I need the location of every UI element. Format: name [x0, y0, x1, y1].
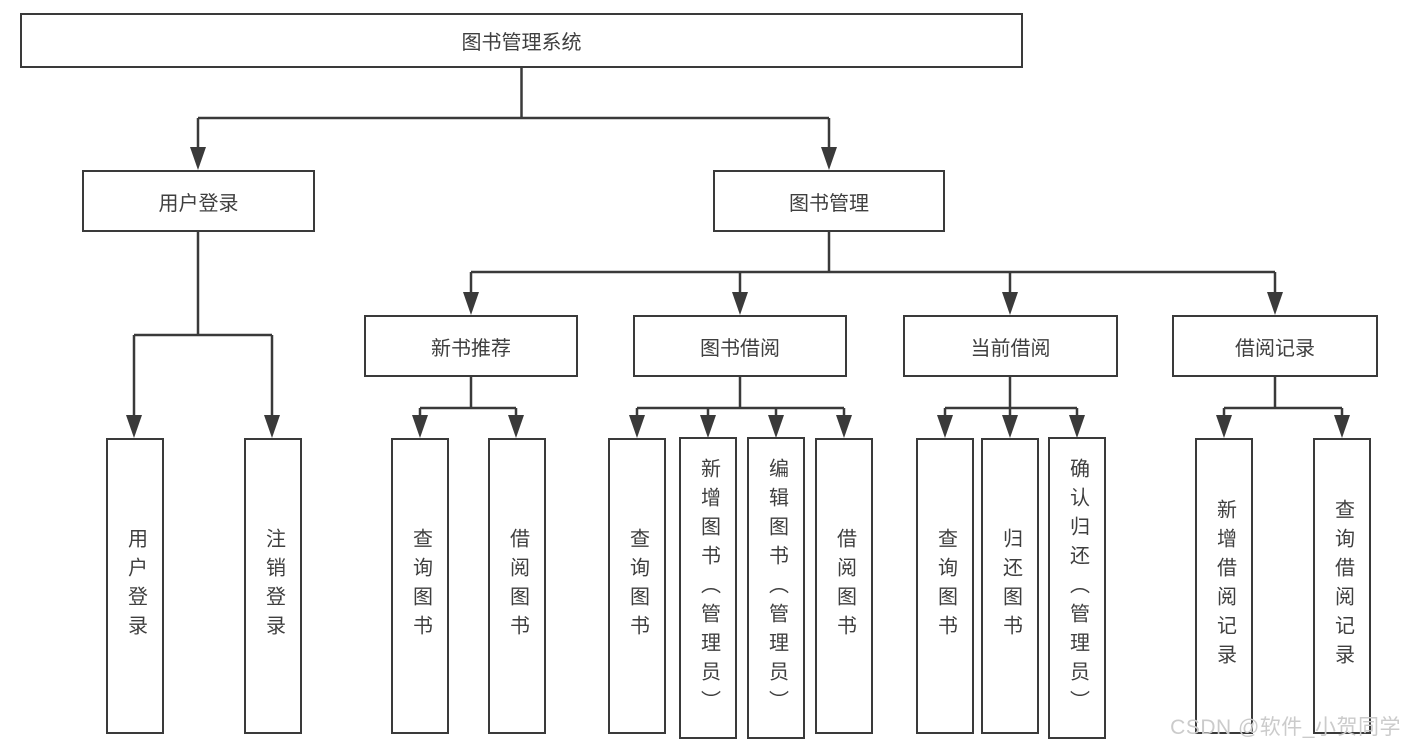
- leaf-return-books: 归还图书: [981, 438, 1039, 734]
- leaf-user-login: 用户登录: [106, 438, 164, 734]
- arrow-down-icon: [412, 415, 428, 438]
- arrow-down-icon: [1002, 415, 1018, 438]
- arrow-down-icon: [629, 415, 645, 438]
- leaf-add-books-admin: 新增图书（管理员）: [679, 437, 737, 739]
- arrow-down-icon: [463, 292, 479, 315]
- leaf-add-borrow-record: 新增借阅记录: [1195, 438, 1253, 734]
- node-library-system: 图书管理系统: [20, 13, 1023, 68]
- arrow-down-icon: [126, 415, 142, 438]
- arrow-down-icon: [1069, 415, 1085, 438]
- arrow-down-icon: [937, 415, 953, 438]
- arrow-down-icon: [700, 415, 716, 438]
- leaf-query-books-borrow: 查询图书: [608, 438, 666, 734]
- node-new-book-recommend: 新书推荐: [364, 315, 578, 377]
- leaf-label: 确认归还（管理员）: [1066, 457, 1089, 719]
- leaf-label: 注销登录: [262, 528, 285, 644]
- leaf-label: 借阅图书: [833, 528, 856, 644]
- leaf-logout: 注销登录: [244, 438, 302, 734]
- node-book-borrow: 图书借阅: [633, 315, 847, 377]
- arrow-down-icon: [264, 415, 280, 438]
- arrow-down-icon: [1002, 292, 1018, 315]
- arrow-down-icon: [836, 415, 852, 438]
- arrow-down-icon: [508, 415, 524, 438]
- leaf-borrow-books: 借阅图书: [815, 438, 873, 734]
- node-borrow-records: 借阅记录: [1172, 315, 1378, 377]
- leaf-edit-books-admin: 编辑图书（管理员）: [747, 437, 805, 739]
- arrow-down-icon: [1216, 415, 1232, 438]
- arrow-down-icon: [1334, 415, 1350, 438]
- node-user-login: 用户登录: [82, 170, 315, 232]
- arrow-down-icon: [768, 415, 784, 438]
- leaf-label: 查询图书: [409, 528, 432, 644]
- csdn-watermark: CSDN @软件_小贺同学: [1170, 716, 1401, 739]
- leaf-label: 新增借阅记录: [1213, 499, 1236, 673]
- leaf-label: 用户登录: [124, 528, 147, 644]
- leaf-borrow-books-recommend: 借阅图书: [488, 438, 546, 734]
- arrow-down-icon: [732, 292, 748, 315]
- connector-arrowheads: [126, 147, 1350, 438]
- leaf-query-books-current: 查询图书: [916, 438, 974, 734]
- leaf-query-borrow-record: 查询借阅记录: [1313, 438, 1371, 734]
- arrow-down-icon: [1267, 292, 1283, 315]
- leaf-confirm-return-admin: 确认归还（管理员）: [1048, 437, 1106, 739]
- arrow-down-icon: [190, 147, 206, 170]
- leaf-label: 新增图书（管理员）: [697, 457, 720, 719]
- arrow-down-icon: [821, 147, 837, 170]
- leaf-label: 查询图书: [934, 528, 957, 644]
- node-book-management: 图书管理: [713, 170, 945, 232]
- leaf-label: 编辑图书（管理员）: [765, 457, 788, 719]
- node-current-borrow: 当前借阅: [903, 315, 1118, 377]
- leaf-label: 查询图书: [626, 528, 649, 644]
- leaf-label: 查询借阅记录: [1331, 499, 1354, 673]
- leaf-label: 借阅图书: [506, 528, 529, 644]
- leaf-query-books-recommend: 查询图书: [391, 438, 449, 734]
- leaf-label: 归还图书: [999, 528, 1022, 644]
